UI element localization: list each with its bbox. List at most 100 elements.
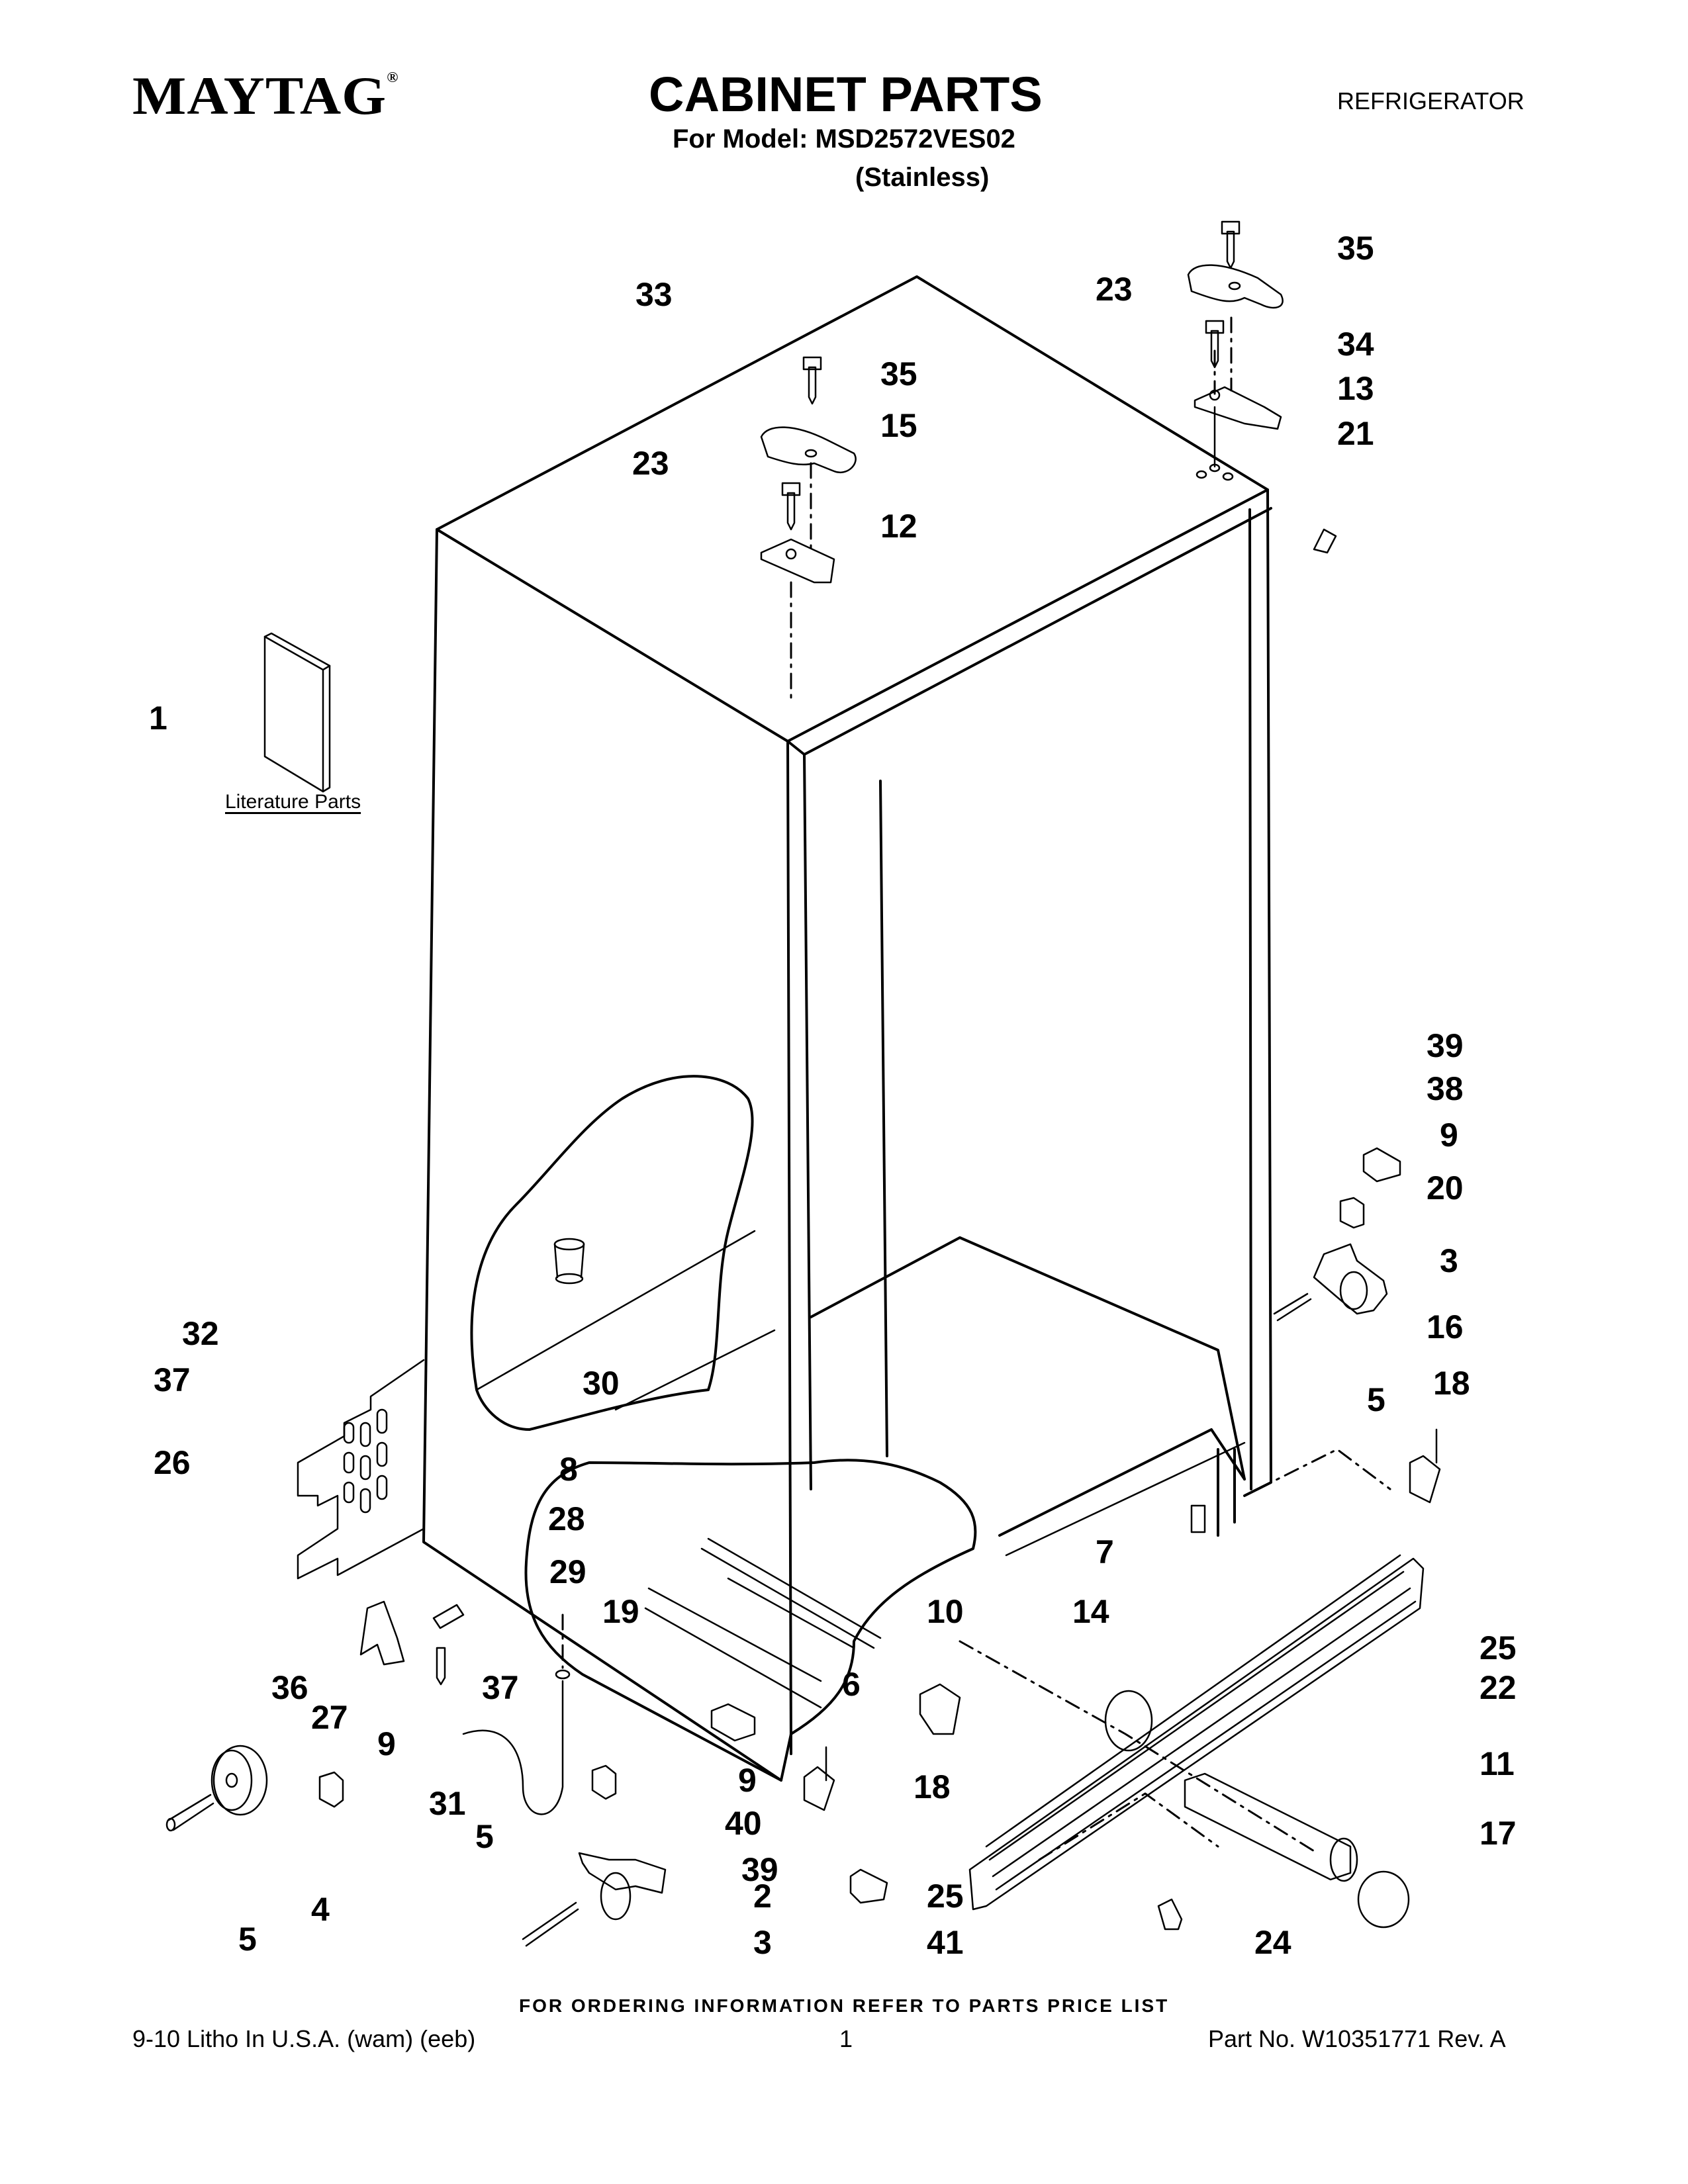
model-number: For Model: MSD2572VES02 (673, 124, 1015, 154)
cabinet-shell (422, 275, 1272, 1782)
callout-number: 41 (927, 1924, 964, 1961)
glide-pad-right (1339, 1197, 1365, 1229)
model-variant: (Stainless) (855, 163, 990, 192)
water-tube (462, 1614, 571, 1815)
assembly-line-filter (959, 1640, 1319, 1854)
callout-number: 38 (1427, 1070, 1464, 1107)
callout-number: 16 (1427, 1308, 1464, 1345)
screw-27 (436, 1647, 446, 1686)
callout-number: 35 (880, 355, 917, 392)
screw-35-right (1221, 220, 1241, 269)
callout-number: 5 (1367, 1381, 1385, 1418)
brand-logo: MAYTAG® (132, 65, 399, 127)
appliance-category: REFRIGERATOR (1337, 87, 1524, 114)
assembly-line-24 (1038, 1792, 1219, 1861)
screw-35-left (802, 356, 822, 405)
callout-number: 3 (1440, 1242, 1458, 1279)
page-number: 1 (839, 2025, 853, 2052)
callout-number: 9 (1440, 1116, 1458, 1154)
hinge-cover-left (760, 426, 857, 473)
callout-number: 37 (482, 1669, 519, 1706)
callout-number: 30 (583, 1365, 620, 1402)
callout-number: 17 (1479, 1815, 1517, 1852)
bottom-hinge-40 (803, 1746, 835, 1811)
literature-parts-label: Literature Parts (225, 791, 361, 813)
drain-cup-part (553, 1238, 585, 1285)
front-roller-wheel (165, 1745, 268, 1832)
brand-name: MAYTAG (132, 66, 387, 126)
callout-number: 3 (753, 1924, 772, 1961)
screw-37-lower (432, 1604, 465, 1629)
callout-number: 8 (559, 1451, 578, 1488)
callout-number: 2 (753, 1878, 772, 1915)
callout-number: 13 (1337, 370, 1374, 407)
callout-number: 29 (549, 1553, 586, 1590)
hinge-shim-38 (1362, 1147, 1401, 1183)
callout-number: 10 (927, 1593, 964, 1630)
screw-23-right (1205, 320, 1225, 369)
callout-number: 35 (1337, 230, 1374, 267)
callout-number: 7 (1096, 1533, 1114, 1570)
part-number: Part No. W10351771 Rev. A (1208, 2025, 1506, 2052)
callout-number: 24 (1254, 1924, 1291, 1961)
clip-6 (919, 1683, 961, 1735)
right-roller-assembly (1273, 1243, 1388, 1322)
filter-bypass-24 (1157, 1898, 1183, 1931)
callout-number: 39 (741, 1851, 778, 1888)
callout-number: 9 (377, 1725, 396, 1762)
water-filter-cartridge (1184, 1772, 1358, 1882)
ordering-note: FOR ORDERING INFORMATION REFER TO PARTS … (519, 1995, 1170, 2016)
literature-book (263, 632, 331, 793)
callout-number: 31 (429, 1785, 466, 1822)
tube-clamp (359, 1600, 405, 1666)
callout-number: 23 (1096, 271, 1133, 308)
callout-number: 1 (149, 700, 167, 737)
callout-number: 19 (602, 1593, 639, 1630)
callout-number: 40 (725, 1805, 762, 1842)
toe-grille (968, 1554, 1425, 1911)
callout-number: 5 (475, 1818, 494, 1855)
callout-number: 34 (1337, 326, 1374, 363)
hinge-shim-41 (849, 1868, 888, 1904)
rear-access-panel (297, 1359, 425, 1580)
callout-number: 9 (738, 1762, 757, 1799)
filter-cap (1357, 1870, 1410, 1929)
callout-number: 27 (311, 1699, 348, 1736)
callout-number: 37 (154, 1361, 191, 1398)
callout-number: 25 (927, 1878, 964, 1915)
door-stop-pin-21 (1313, 528, 1337, 554)
assembly-line-hinge (1256, 1448, 1391, 1490)
callout-number: 23 (632, 445, 669, 482)
cutaway-interior-lower (524, 1459, 977, 1782)
callout-number: 36 (271, 1669, 308, 1706)
callout-number: 32 (182, 1315, 219, 1352)
page-title: CABINET PARTS (649, 67, 1043, 122)
callout-number: 4 (311, 1891, 330, 1928)
callout-number: 28 (548, 1500, 585, 1537)
callout-number: 20 (1427, 1169, 1464, 1206)
bottom-hinge-16 (1409, 1428, 1441, 1504)
callout-number: 21 (1337, 415, 1374, 452)
screw-23-left (781, 482, 801, 531)
glide-pad-left (318, 1771, 344, 1808)
callout-number: 39 (1427, 1027, 1464, 1064)
glide-pad-center (591, 1764, 617, 1800)
hinge-bracket-right (1194, 316, 1282, 481)
callout-number: 22 (1479, 1669, 1517, 1706)
callout-number: 18 (914, 1768, 951, 1805)
print-info: 9-10 Litho In U.S.A. (wam) (eeb) (132, 2025, 476, 2052)
callout-number: 6 (842, 1666, 861, 1703)
callout-number: 33 (635, 276, 673, 313)
callout-number: 11 (1479, 1745, 1515, 1782)
callout-number: 15 (880, 407, 917, 444)
callout-number: 26 (154, 1444, 191, 1481)
callout-number: 14 (1072, 1593, 1109, 1630)
hinge-cover-right (1187, 264, 1284, 309)
fill-tube-heater (644, 1537, 882, 1709)
rear-roller-assembly (522, 1852, 667, 1947)
cutaway-interior-left (470, 1075, 776, 1431)
callout-number: 18 (1433, 1365, 1470, 1402)
registered-mark: ® (387, 69, 399, 85)
water-valve-19 (710, 1703, 756, 1742)
